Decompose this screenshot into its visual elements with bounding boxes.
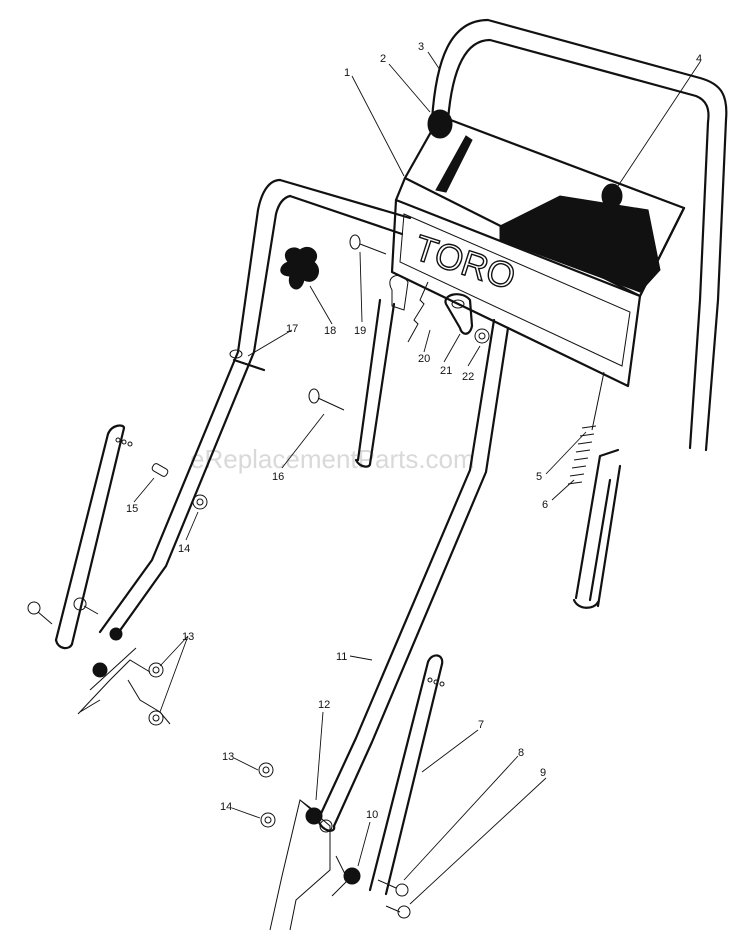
clip-17-icon: [229, 349, 243, 359]
callout-14-left: 14: [178, 543, 190, 555]
spacer-left-2-icon: [92, 662, 108, 678]
center-tube: [354, 275, 409, 468]
callout-1: 1: [344, 67, 350, 79]
callout-7: 7: [478, 719, 484, 731]
callout-5: 5: [536, 471, 542, 483]
callout-10: 10: [366, 809, 378, 821]
callout-2: 2: [380, 53, 386, 65]
spacer-10-icon: [343, 867, 361, 885]
callout-18: 18: [324, 325, 336, 337]
spring-clip-20-icon: [407, 281, 429, 343]
washer-12b-icon: [319, 819, 333, 833]
bolt-19-icon: [349, 234, 387, 255]
spring-5-icon: [567, 371, 605, 485]
callout-6: 6: [542, 499, 548, 511]
bolt-left-icon: [27, 597, 99, 625]
callout-17: 17: [286, 323, 298, 335]
callout-14-bottom: 14: [220, 801, 232, 813]
callout-22: 22: [462, 371, 474, 383]
nut-13-left-icon: [148, 662, 164, 726]
right-brace: [368, 654, 445, 896]
bolt-16-icon: [308, 388, 345, 411]
callout-4: 4: [696, 53, 702, 65]
left-brace: [54, 424, 133, 650]
callout-12: 12: [318, 699, 330, 711]
callout-13-left: 13: [182, 631, 194, 643]
pin-15-icon: [151, 463, 169, 477]
callout-8: 8: [518, 747, 524, 759]
lower-right-handle: [316, 318, 510, 832]
lower-left-handle: [98, 178, 412, 638]
callout-11: 11: [336, 651, 347, 663]
leader-lines: [133, 51, 701, 905]
washer-14-bottom-icon: [260, 812, 276, 828]
callout-21: 21: [440, 365, 452, 377]
callout-16: 16: [272, 471, 284, 483]
knob-18-icon: [280, 246, 319, 290]
spacer-12-icon: [305, 807, 323, 825]
knob-4-icon: [601, 183, 623, 209]
callout-13-bottom: 13: [222, 751, 234, 763]
nut-13-bottom-icon: [258, 762, 274, 778]
bolt-8-icon: [377, 879, 409, 897]
control-panel: [390, 114, 686, 388]
spacer-left-icon: [109, 627, 123, 641]
bolt-9-icon: [385, 905, 411, 919]
knob-2-icon: [427, 109, 453, 139]
callout-20: 20: [418, 353, 430, 365]
callout-19: 19: [354, 325, 366, 337]
callout-9: 9: [540, 767, 546, 779]
washer-14-left-icon: [192, 494, 208, 510]
upper-handle: [430, 18, 728, 609]
callout-3: 3: [418, 41, 424, 53]
callout-15: 15: [126, 503, 138, 515]
clamp-21-icon: [444, 293, 474, 335]
nut-22-icon: [474, 328, 490, 344]
watermark: eReplacementParts.com: [190, 444, 475, 474]
deck-fragment-left: [77, 647, 171, 725]
callout-labels: 1 2 3 4 5 6 7 8 9 10 11 12 13 13 14 14 1…: [126, 41, 702, 821]
